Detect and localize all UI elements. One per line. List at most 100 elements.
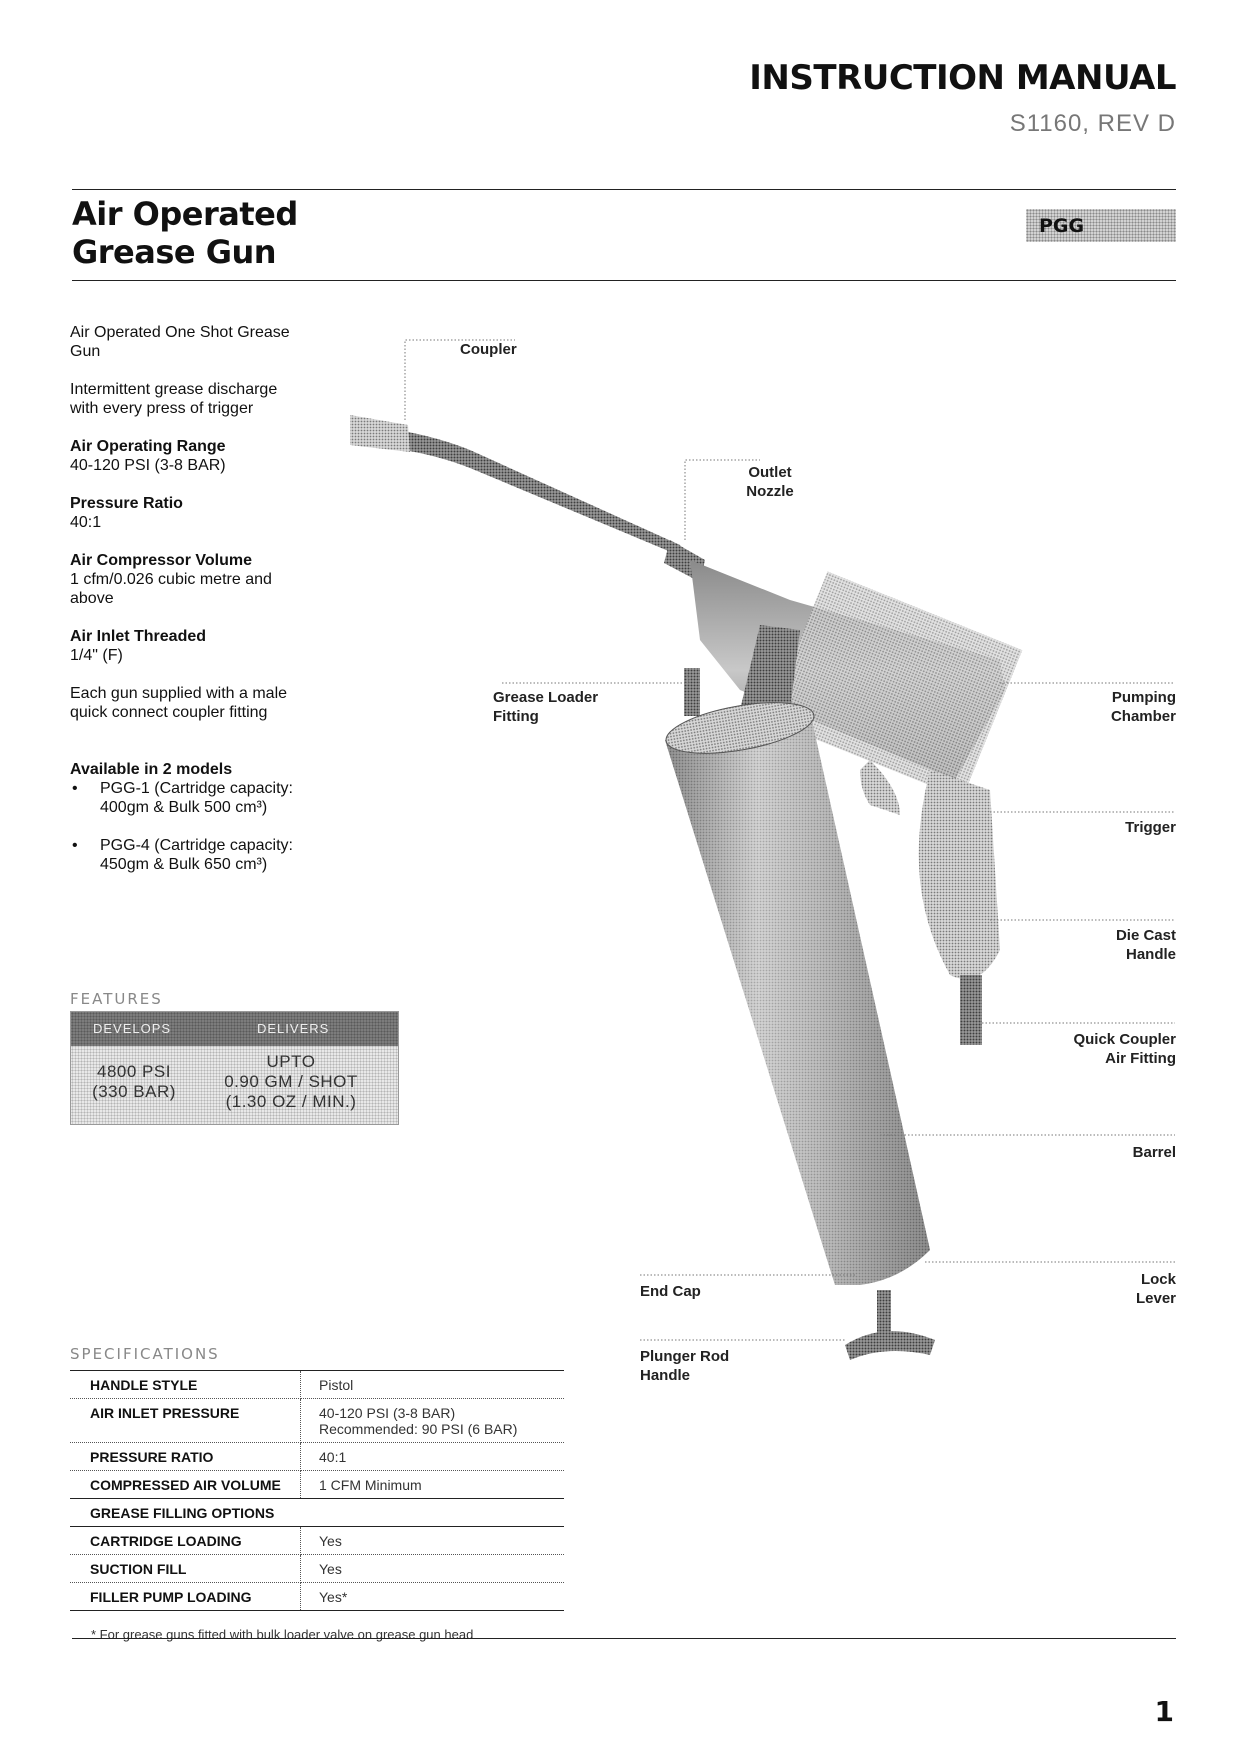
compressor-value: 1 cfm/0.026 cubic metre and above — [70, 571, 272, 607]
coupler-tip — [350, 415, 410, 452]
spec-value: 1 CFM Minimum — [300, 1470, 564, 1499]
model-badge: PGG — [1026, 209, 1176, 242]
pressure-ratio-label: Pressure Ratio — [70, 495, 183, 512]
document-title: INSTRUCTION MANUAL — [749, 58, 1176, 98]
spec-key: COMPRESSED AIR VOLUME — [70, 1470, 301, 1499]
callout-quick-coupler-line2: Air Fitting — [1105, 1050, 1176, 1067]
model-item: PGG-4 (Cartridge capacity: 450gm & Bulk … — [70, 836, 300, 874]
grease-loader-fitting — [684, 668, 700, 716]
callout-trigger: Trigger — [1125, 819, 1176, 836]
discharge-text: Intermittent grease discharge with every… — [70, 381, 278, 417]
delivers-header: DELIVERS — [257, 1021, 330, 1036]
delivers-line1: UPTO — [266, 1052, 316, 1071]
spec-key: AIR INLET PRESSURE — [70, 1398, 301, 1443]
trigger — [860, 760, 900, 815]
compressor-block: Air Compressor Volume 1 cfm/0.026 cubic … — [70, 551, 300, 608]
spec-value: 40-120 PSI (3-8 BAR) Recommended: 90 PSI… — [300, 1398, 564, 1443]
delivers-line3: (1.30 OZ / MIN.) — [225, 1092, 357, 1111]
callout-end-cap: End Cap — [640, 1283, 701, 1300]
table-row: PRESSURE RATIO 40:1 — [70, 1442, 564, 1471]
product-title: Air Operated Grease Gun — [72, 195, 298, 271]
air-range-value: 40-120 PSI (3-8 BAR) — [70, 457, 226, 474]
model-code: PGG — [1039, 215, 1085, 237]
delivers-value: UPTO 0.90 GM / SHOT (1.30 OZ / MIN.) — [191, 1052, 391, 1112]
table-row: COMPRESSED AIR VOLUME 1 CFM Minimum — [70, 1470, 564, 1499]
develops-line1: 4800 PSI — [97, 1062, 171, 1081]
footer-rule — [72, 1638, 1176, 1639]
spec-value-line2: Recommended: 90 PSI (6 BAR) — [319, 1421, 518, 1437]
top-rule — [72, 189, 1176, 190]
table-row: HANDLE STYLE Pistol — [70, 1370, 564, 1399]
callout-lock-line1: Lock — [1140, 1271, 1176, 1288]
callout-barrel: Barrel — [1132, 1144, 1176, 1161]
callout-outlet-nozzle: Outlet Nozzle — [740, 463, 800, 501]
spec-value-line1: 40-120 PSI (3-8 BAR) — [319, 1405, 456, 1421]
develops-line2: (330 BAR) — [92, 1082, 176, 1101]
barrel-texture — [665, 712, 930, 1285]
table-row: FILLER PUMP LOADING Yes* — [70, 1582, 564, 1611]
callout-plunger-line1: Plunger Rod — [640, 1348, 730, 1365]
callout-leaders — [404, 339, 1175, 1341]
spec-value: Yes* — [300, 1582, 564, 1611]
callout-grease-loader-line1: Grease Loader — [493, 689, 599, 706]
inlet-block: Air Inlet Threaded 1/4" (F) — [70, 627, 300, 665]
supplied-text: Each gun supplied with a male quick conn… — [70, 685, 288, 721]
callout-lock-lever: Lock Lever — [1136, 1270, 1176, 1308]
spec-key: PRESSURE RATIO — [70, 1442, 301, 1471]
callout-plunger-line2: Handle — [640, 1367, 691, 1384]
callout-quick-coupler: Quick Coupler Air Fitting — [1073, 1030, 1176, 1068]
spec-section-heading: GREASE FILLING OPTIONS — [70, 1498, 564, 1527]
specifications-table: HANDLE STYLE Pistol AIR INLET PRESSURE 4… — [70, 1370, 564, 1611]
models-label: Available in 2 models — [70, 761, 233, 778]
die-cast-handle — [918, 770, 1000, 980]
callout-die-cast-line1: Die Cast — [1115, 927, 1176, 944]
quick-coupler-air-fitting — [960, 975, 982, 1045]
callout-coupler: Coupler — [460, 341, 517, 358]
callout-lock-line2: Lever — [1135, 1290, 1176, 1307]
callout-quick-coupler-line1: Quick Coupler — [1073, 1031, 1176, 1048]
table-row: AIR INLET PRESSURE 40-120 PSI (3-8 BAR) … — [70, 1398, 564, 1443]
callout-pumping-line2: Chamber — [1110, 708, 1176, 725]
model-item: PGG-1 (Cartridge capacity: 400gm & Bulk … — [70, 779, 300, 817]
outlet-nozzle-leader — [684, 459, 760, 540]
callout-pumping-line1: Pumping — [1111, 689, 1176, 706]
develops-header: DEVELOPS — [93, 1021, 172, 1036]
spec-value: 40:1 — [300, 1442, 564, 1471]
specifications-label: SPECIFICATIONS — [70, 1345, 220, 1363]
plunger-rod — [877, 1290, 891, 1335]
head-neck — [740, 625, 800, 710]
product-title-line2: Grease Gun — [72, 233, 277, 271]
callout-outlet-line2: Nozzle — [746, 483, 794, 500]
callout-die-cast-line2: Handle — [1125, 946, 1176, 963]
page-number: 1 — [1154, 1695, 1174, 1728]
intro-text: Air Operated One Shot Grease Gun — [70, 324, 290, 360]
spec-value: Yes — [300, 1554, 564, 1583]
inlet-label: Air Inlet Threaded — [70, 628, 207, 645]
develops-value: 4800 PSI (330 BAR) — [79, 1062, 189, 1102]
features-box: DEVELOPS DELIVERS 4800 PSI (330 BAR) UPT… — [70, 1011, 399, 1125]
air-range-label: Air Operating Range — [70, 438, 226, 455]
table-row: CARTRIDGE LOADING Yes — [70, 1526, 564, 1555]
spec-key: HANDLE STYLE — [70, 1370, 301, 1399]
spec-value: Yes — [300, 1526, 564, 1555]
compressor-label: Air Compressor Volume — [70, 552, 252, 569]
spec-key: FILLER PUMP LOADING — [70, 1582, 301, 1611]
document-number: S1160, REV D — [1009, 110, 1176, 137]
features-label: FEATURES — [70, 990, 163, 1008]
grease-loader-leader — [500, 675, 689, 684]
delivers-line2: 0.90 GM / SHOT — [224, 1072, 358, 1091]
pressure-ratio-block: Pressure Ratio 40:1 — [70, 494, 300, 532]
spec-key: CARTRIDGE LOADING — [70, 1526, 301, 1555]
barrel-collar — [665, 702, 815, 754]
air-range-block: Air Operating Range 40-120 PSI (3-8 BAR) — [70, 437, 300, 475]
models-list: PGG-1 (Cartridge capacity: 400gm & Bulk … — [70, 779, 300, 874]
inlet-value: 1/4" (F) — [70, 647, 123, 664]
plunger-rod-handle — [845, 1331, 935, 1360]
table-row: GREASE FILLING OPTIONS — [70, 1498, 564, 1527]
callout-pumping-chamber: Pumping Chamber — [1111, 688, 1176, 726]
callout-die-cast-handle: Die Cast Handle — [1116, 926, 1176, 964]
table-row: SUCTION FILL Yes — [70, 1554, 564, 1583]
spec-key: SUCTION FILL — [70, 1554, 301, 1583]
callout-grease-loader: Grease Loader Fitting — [493, 688, 598, 726]
